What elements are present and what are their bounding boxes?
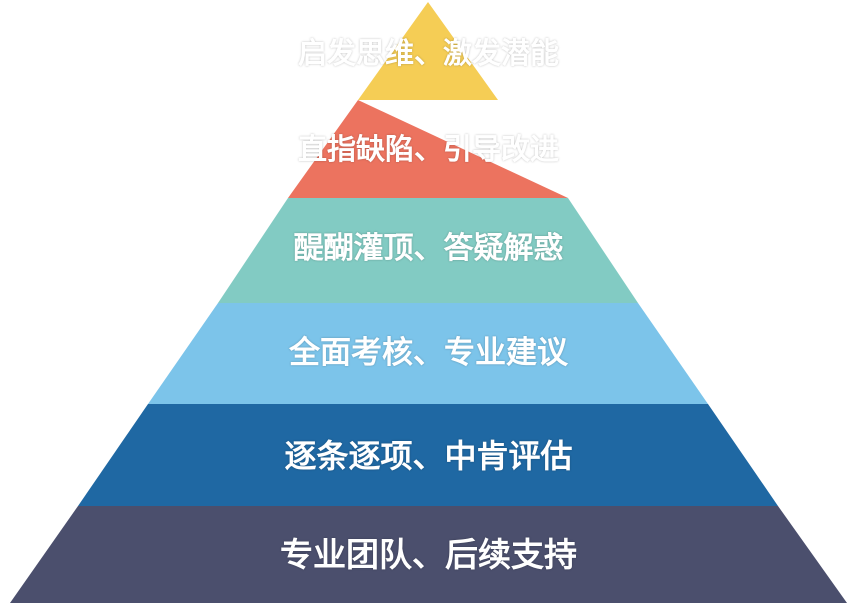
pyramid-level-3-label: 醍醐灌顶、答疑解惑 — [293, 231, 564, 266]
pyramid-level-1-label: 启发思维、激发潜能 — [297, 36, 559, 70]
pyramid-level-2 — [288, 100, 568, 198]
pyramid-level-4-label: 全面考核、专业建议 — [289, 335, 568, 371]
pyramid-level-5-label: 逐条逐项、中肯评估 — [284, 437, 573, 475]
pyramid-level-4 — [148, 303, 708, 404]
pyramid-level-6 — [10, 506, 847, 603]
pyramid-level-6-label: 专业团队、后续支持 — [280, 535, 577, 574]
pyramid-level-2-label: 直指缺陷、引导改进 — [297, 132, 559, 166]
pyramid-level-1 — [358, 2, 498, 100]
pyramid-level-3 — [218, 198, 638, 303]
pyramid-level-5 — [78, 404, 778, 506]
